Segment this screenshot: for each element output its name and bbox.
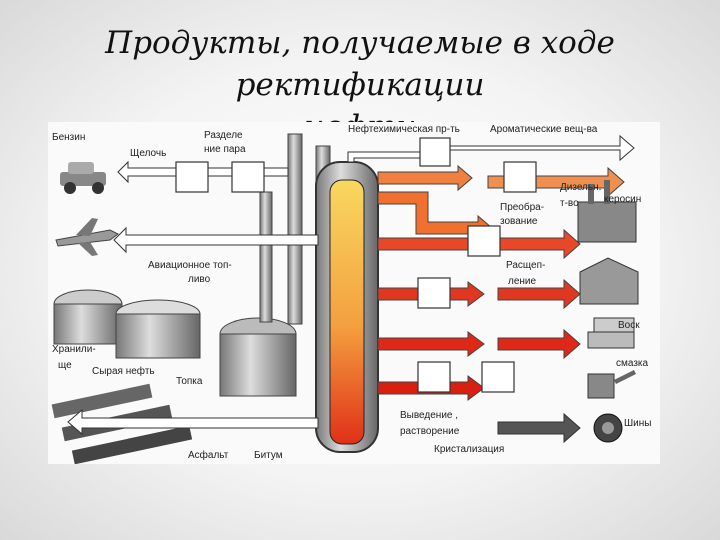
title-line-1: Продукты, получаемые в ходе ректификации (105, 25, 615, 103)
arrow-aviation (113, 226, 319, 254)
label-kristal: Кристализация (434, 444, 504, 455)
warehouse-icon (579, 257, 639, 305)
label-vosk: Воск (618, 320, 640, 331)
label-benzin: Бензин (52, 132, 85, 143)
label-neftekhim: Нефтехимическая пр-ть (348, 123, 460, 135)
label-rasshchep-1: Расщеп- (506, 260, 545, 271)
label-asfalt: Асфальт (188, 449, 229, 461)
label-vyvedenie-1: Выведение , (400, 410, 458, 421)
label-shchelochi: Щелочь (130, 148, 166, 159)
label-khranil-2: ще (58, 360, 72, 371)
hot-arrows (377, 164, 625, 444)
label-preobr-2: т-во (560, 198, 579, 209)
label-smazka: смазка (616, 358, 649, 369)
label-razdel-2: ние пара (204, 144, 246, 155)
storage-tanks (53, 289, 297, 397)
wax-blocks-icon (587, 317, 635, 349)
arrow-aromatic (435, 134, 635, 162)
label-aviation-2: ливо (188, 274, 211, 285)
label-syraya-neft: Сырая нефть (92, 365, 155, 377)
label-preobr-1: Преобра- (500, 201, 544, 213)
label-aviation-1: Авиационное топ- (148, 260, 232, 271)
process-boxes (175, 137, 537, 393)
diagram-canvas: Бензин Щелочь Разделе ние пара Нефтехими… (51, 123, 651, 464)
label-bitum: Битум (254, 450, 283, 461)
label-preobr-3: зование (500, 216, 538, 227)
label-shiny: Шины (624, 418, 651, 429)
label-khranil-1: Хранили- (52, 344, 96, 355)
label-razdel-1: Разделе (204, 130, 243, 141)
tires-icon (593, 413, 623, 443)
slide-title: Продукты, получаемые в ходе ректификации… (0, 22, 720, 148)
label-dizel-2: керосин (604, 194, 641, 205)
airplane-icon (55, 218, 119, 256)
car-icon (60, 162, 106, 194)
factory-icon (577, 180, 637, 243)
arrow-asphalt (67, 408, 319, 436)
oil-can-icon (587, 370, 636, 399)
label-topka: Топка (176, 376, 203, 387)
label-dizel-1: Дизельн. (560, 182, 601, 193)
label-vyvedenie-2: растворение (400, 426, 460, 437)
distillation-column (315, 161, 379, 453)
label-aromatic: Ароматические вещ-ва (490, 124, 598, 135)
label-rasshchep-2: ление (508, 276, 537, 287)
refinery-diagram: Бензин Щелочь Разделе ние пара Нефтехими… (48, 122, 660, 464)
